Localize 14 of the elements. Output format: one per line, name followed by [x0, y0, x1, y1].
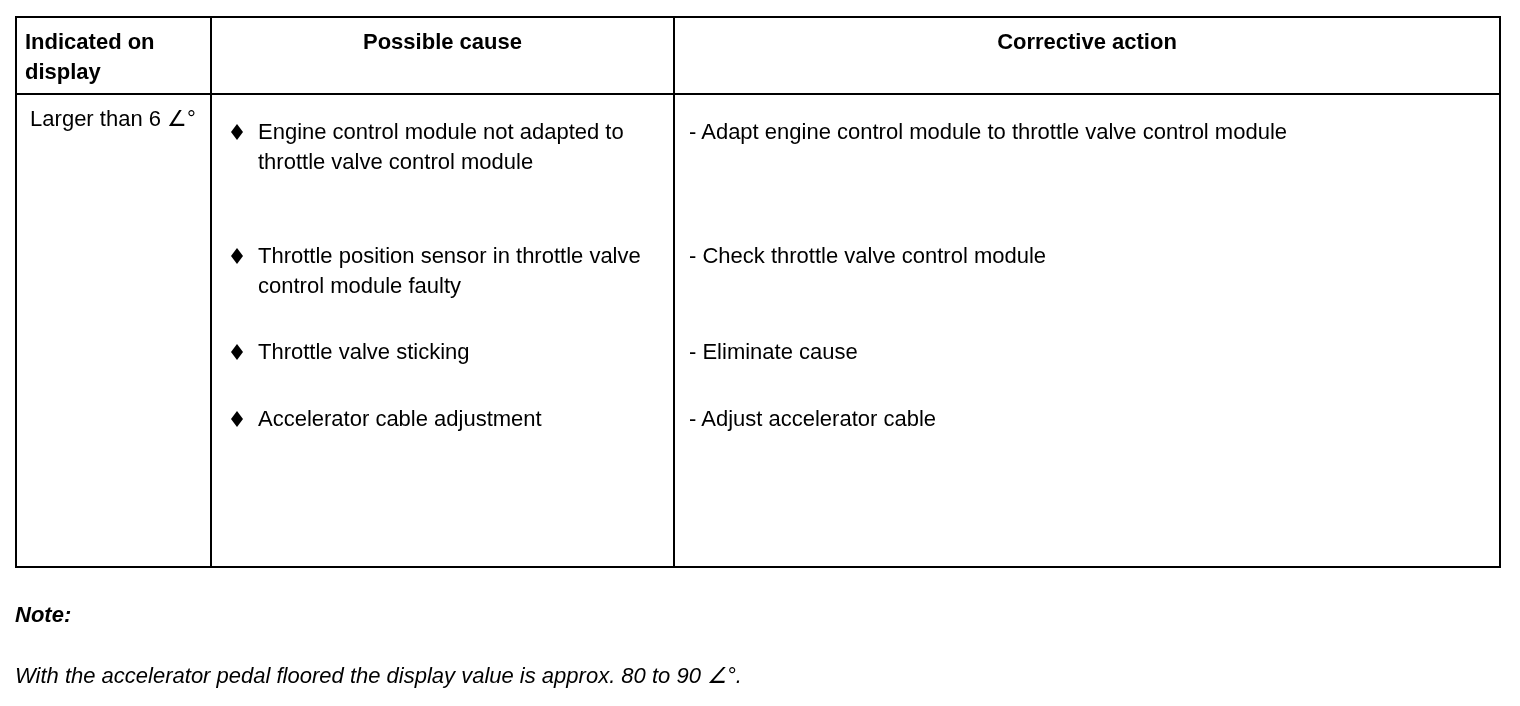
cause-text: Engine control module not adapted to throttle valve control module [258, 118, 625, 176]
action-text: - Adjust accelerator cable [689, 405, 937, 433]
display-value-text: Larger than 6 ∠° [29, 105, 197, 133]
cause-text: Accelerator cable adjustment [258, 405, 542, 433]
action-text: - Eliminate cause [689, 338, 858, 366]
column-header: Indicated on display [25, 28, 156, 86]
action-text: - Check throttle valve control module [689, 242, 1047, 270]
cause-text: Throttle valve sticking [258, 338, 470, 366]
note-text: With the accelerator pedal floored the display value is approx. 80 to 90 ∠°. [15, 662, 742, 690]
action-text: - Adapt engine control module to throttle valve control module [689, 118, 1288, 146]
column-header: Corrective action [996, 28, 1178, 56]
cause-text: Throttle position sensor in throttle valve control module faulty [258, 242, 642, 300]
column-header: Possible cause [362, 28, 523, 56]
note-heading: Note: [15, 601, 72, 629]
